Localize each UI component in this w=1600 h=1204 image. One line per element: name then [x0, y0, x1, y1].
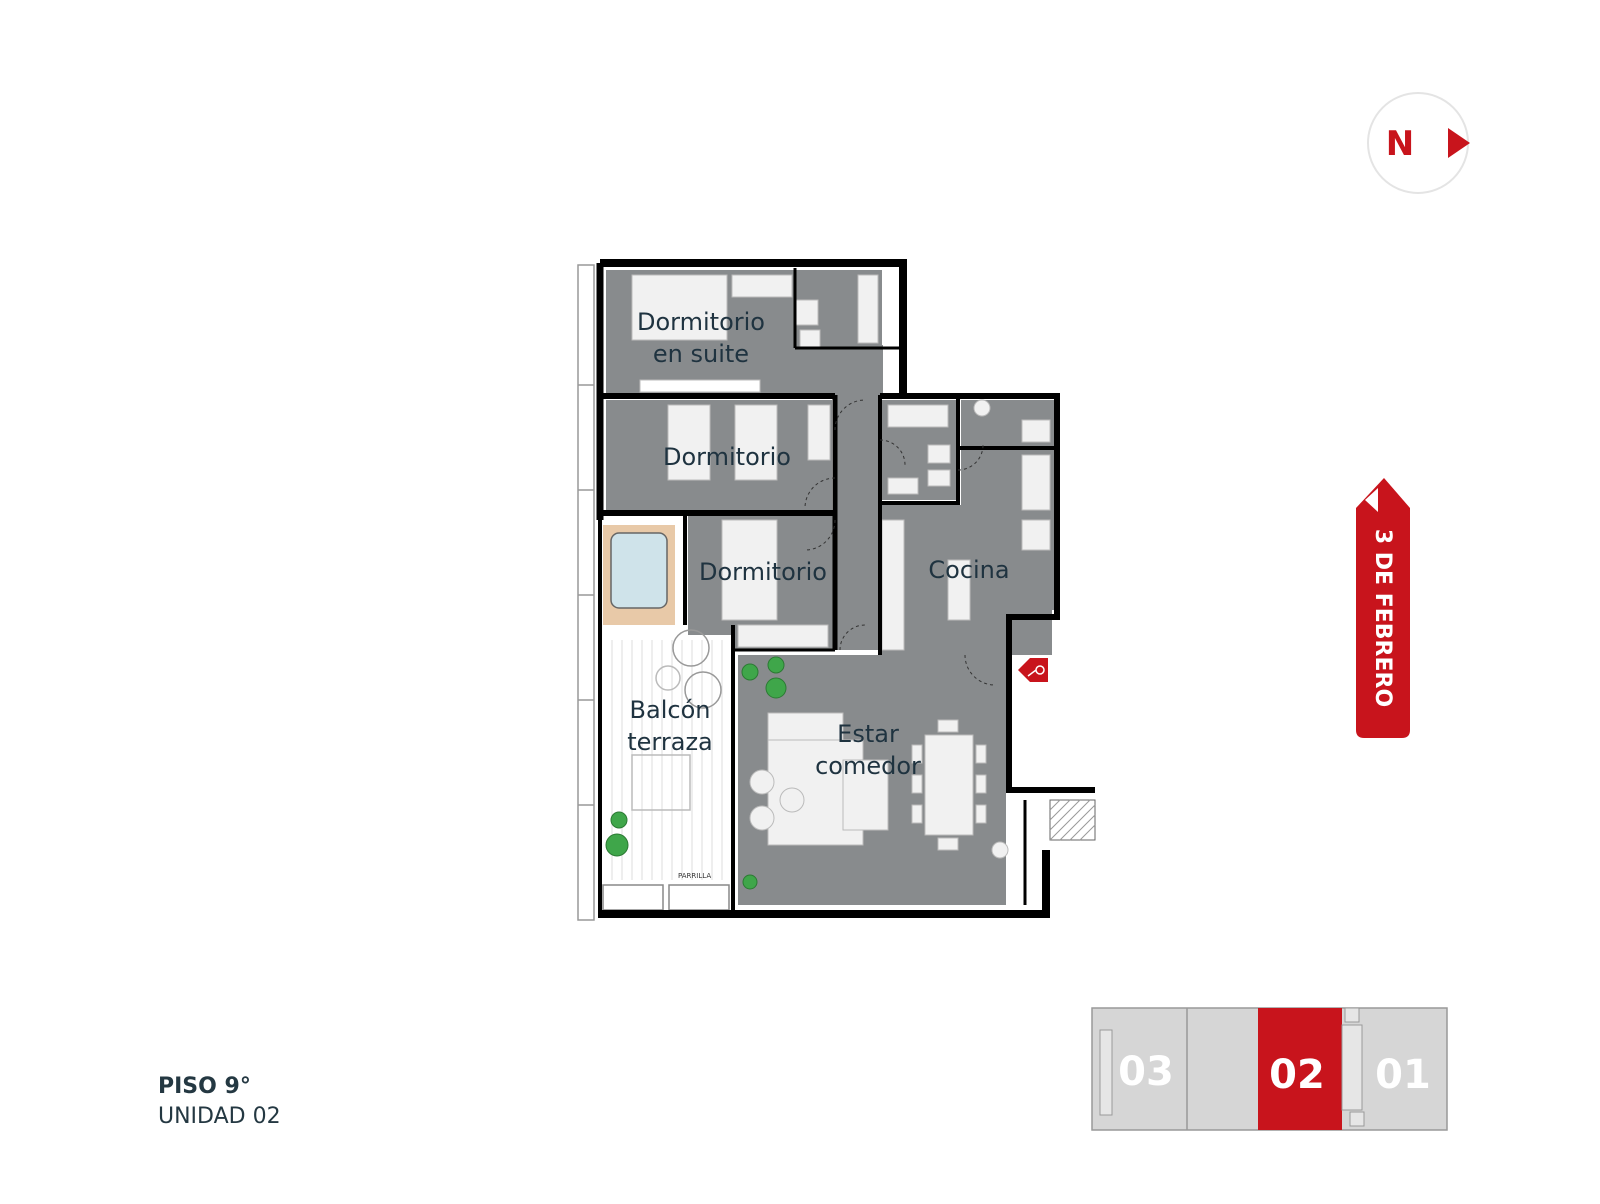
room-label-balcony-1: Balcón [630, 696, 711, 724]
key-unit-02: 02 [1269, 1052, 1325, 1098]
room-label-living-1: Estar [837, 720, 899, 748]
compass-letter: N [1386, 124, 1414, 164]
jacuzzi [603, 525, 675, 625]
door-swings [804, 399, 996, 686]
unit-label: UNIDAD 02 [158, 1104, 281, 1129]
room-label-living-2: comedor [815, 752, 921, 780]
street-sign-shape [1356, 478, 1410, 738]
room-label-dorm2: Dormitorio [663, 443, 791, 471]
walls [596, 259, 1095, 918]
key-unit-01: 01 [1375, 1052, 1431, 1098]
north-compass: N [1367, 92, 1470, 194]
north-arrow-icon [1448, 128, 1470, 158]
room-label-suite-1: Dormitorio [637, 308, 765, 336]
room-label-dorm3: Dormitorio [699, 558, 827, 586]
plants [605, 656, 787, 890]
key-plan: 03 02 01 [1091, 1007, 1448, 1131]
street-sign: 3 DE FEBRERO [1356, 478, 1410, 738]
hall-fill-top [815, 345, 883, 395]
room-label-suite-2: en suite [653, 340, 749, 368]
apartment-plan: PARRILLA [577, 259, 1096, 921]
furniture [631, 274, 1051, 859]
street-name: 3 DE FEBRERO [1370, 529, 1395, 707]
parrilla-label: PARRILLA [678, 872, 711, 880]
street-arrow-icon [1365, 488, 1378, 512]
facade-strip [577, 264, 595, 921]
key-unit-03: 03 [1118, 1049, 1174, 1095]
room-label-balcony-2: terraza [627, 728, 713, 756]
floor-label: PISO 9° [158, 1074, 251, 1099]
shaft-hatch [1049, 799, 1096, 841]
room-label-kitchen: Cocina [928, 556, 1009, 584]
unit-info: PISO 9° UNIDAD 02 [158, 1072, 281, 1132]
hall-fill-vertical [835, 395, 879, 650]
room-fill-dorm2 [606, 400, 832, 510]
key-plan-selected [1258, 1008, 1342, 1130]
entrance-key-icon [1018, 658, 1048, 682]
